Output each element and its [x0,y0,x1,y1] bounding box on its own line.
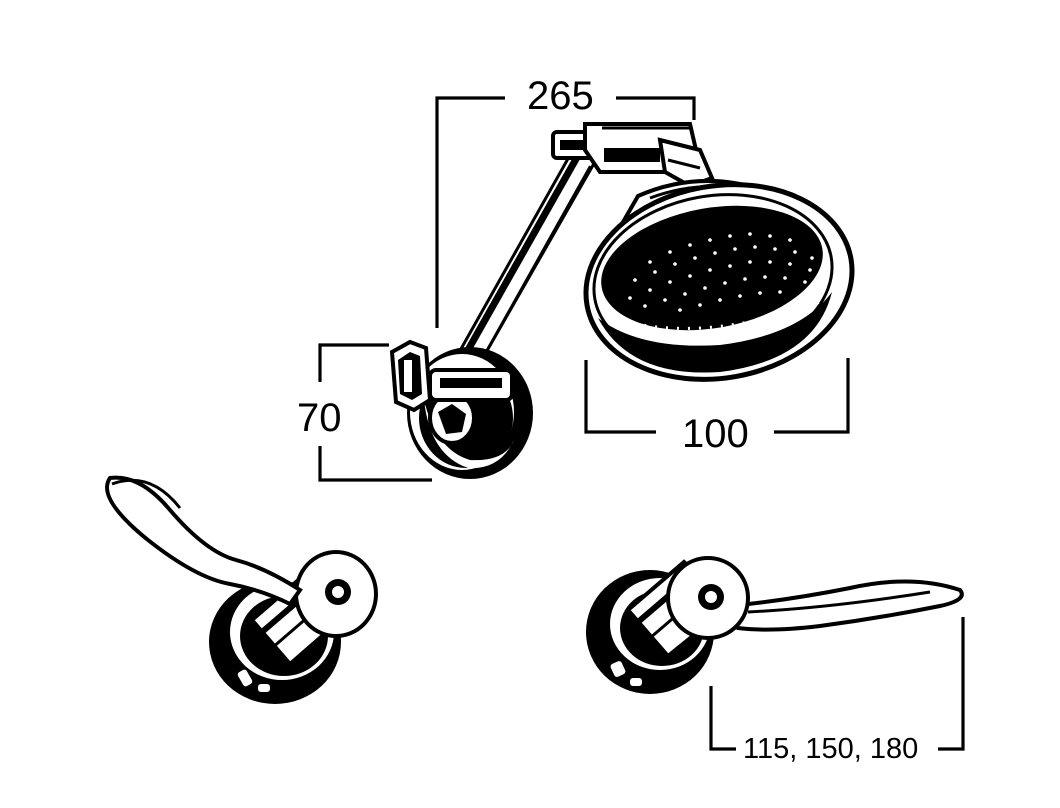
right-lever-tap [586,556,964,694]
dim-lever-line-left [709,686,736,751]
dimension-label-flange-height: 70 [297,396,342,440]
dim-265-line-left [435,96,505,328]
dim-100-line-right [774,358,850,434]
dim-lever-line-right [938,617,965,751]
swivel-nut-lower [389,339,433,413]
dim-265-line-right [616,96,696,120]
shower-rose [583,178,855,382]
dimension-label-arm-reach: 265 [527,74,594,118]
left-lever-tap [105,475,378,704]
dim-100-line-left [584,360,656,434]
dimension-lines [318,96,965,751]
dim-70-line-top [318,343,389,382]
dimension-label-head-diameter: 100 [682,412,749,456]
swivel-knuckle-upper [551,122,715,189]
dim-70-line-bottom [318,446,432,482]
dimension-label-lever-lengths: 115, 150, 180 [743,733,919,765]
wall-flange [407,347,533,479]
spray-nozzles [628,232,814,312]
